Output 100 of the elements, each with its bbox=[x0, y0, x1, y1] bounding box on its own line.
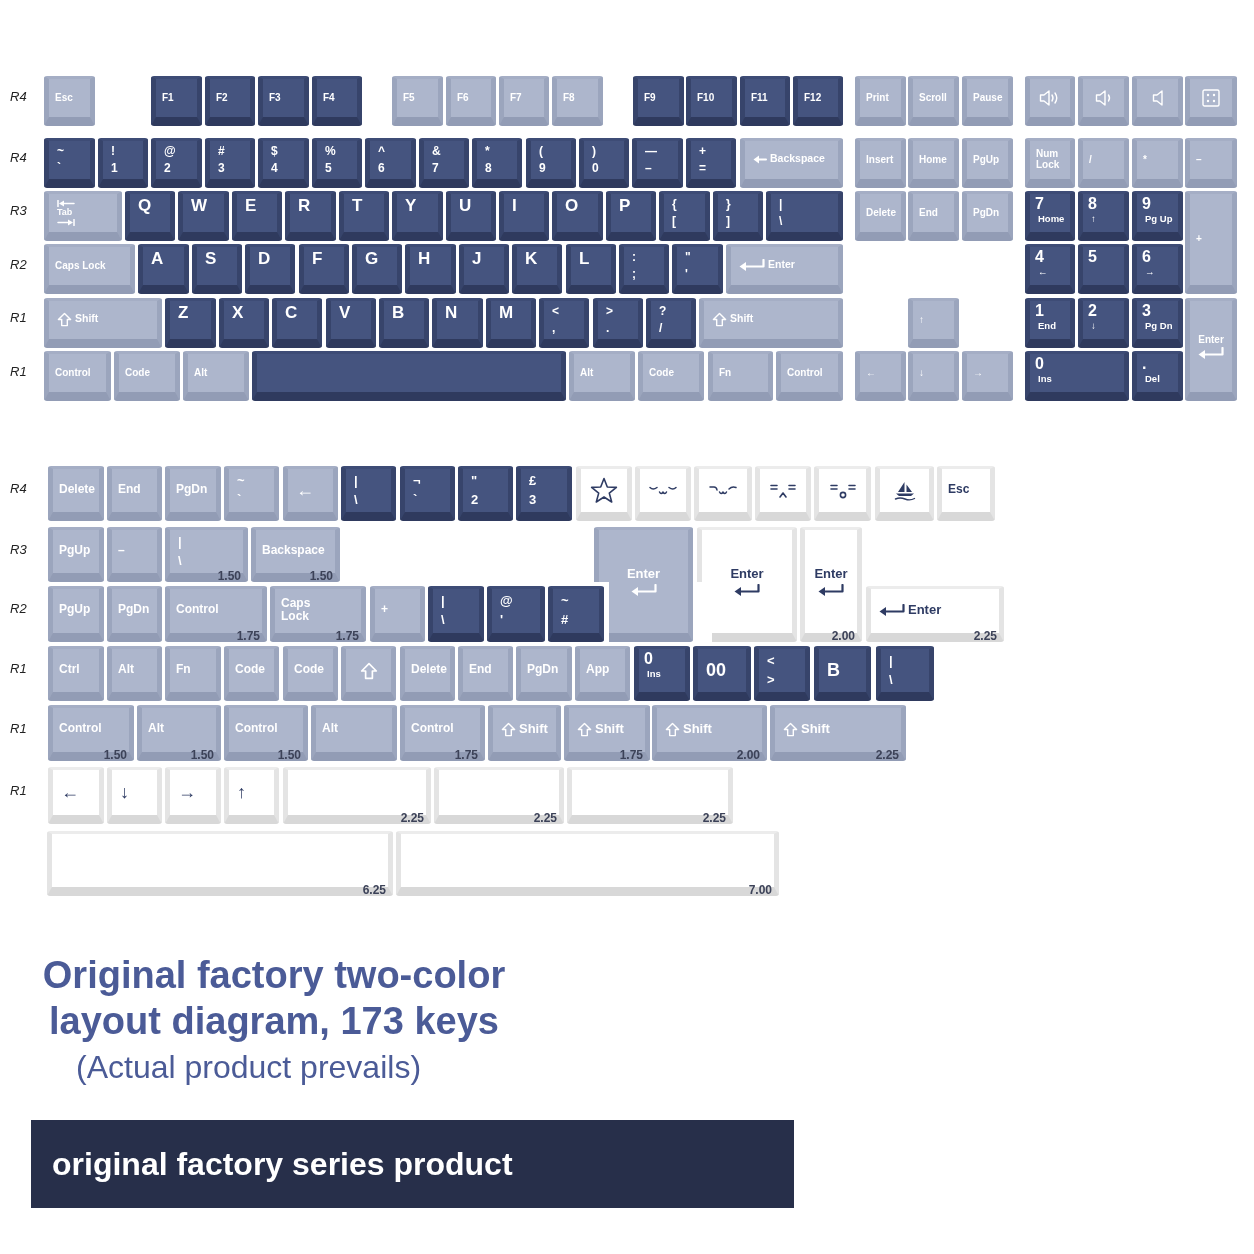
row-label: R3 bbox=[10, 203, 27, 219]
keycap bbox=[405, 244, 456, 294]
key-legend: – bbox=[1196, 153, 1202, 165]
keycap bbox=[699, 298, 843, 348]
key-legend: \ bbox=[441, 610, 445, 629]
keycap bbox=[962, 351, 1013, 401]
key-legend: Control bbox=[176, 603, 219, 617]
key-legend: End bbox=[1038, 320, 1056, 332]
key-legend: | bbox=[354, 471, 358, 490]
key-legend: W bbox=[191, 197, 208, 216]
keycap bbox=[48, 466, 104, 521]
key-legend: F3 bbox=[269, 91, 281, 103]
keycap bbox=[488, 705, 561, 761]
keycap bbox=[400, 705, 485, 761]
note: (Actual product prevails) bbox=[76, 1048, 422, 1086]
keycap bbox=[137, 705, 221, 761]
row-label: R1 bbox=[10, 661, 27, 677]
keycap bbox=[107, 466, 162, 521]
keycap bbox=[459, 244, 509, 294]
size-label: 2.25 bbox=[702, 812, 726, 824]
keycap bbox=[569, 351, 635, 401]
keycap bbox=[44, 76, 95, 126]
key-legend: 00 bbox=[706, 660, 727, 681]
key-legend: ^ bbox=[378, 143, 385, 160]
keycap bbox=[183, 351, 249, 401]
key-legend: Control bbox=[787, 366, 823, 378]
key-legend: 2 bbox=[1088, 302, 1097, 320]
key-legend: R bbox=[298, 197, 311, 216]
keycap bbox=[458, 646, 513, 701]
key-legend: Control bbox=[411, 722, 454, 736]
keycap bbox=[48, 767, 104, 824]
keycap bbox=[567, 767, 733, 824]
keycap bbox=[754, 646, 810, 701]
keycap bbox=[1025, 298, 1075, 348]
keycap bbox=[686, 76, 737, 126]
row-label: R4 bbox=[10, 89, 27, 105]
keycap bbox=[962, 76, 1013, 126]
keycap bbox=[339, 191, 389, 241]
key-legend: Shift bbox=[75, 313, 99, 325]
key-legend: 3 bbox=[529, 490, 537, 509]
keycap bbox=[1025, 191, 1075, 241]
keycap bbox=[251, 527, 340, 582]
keycap bbox=[258, 76, 309, 126]
key-legend: ( bbox=[539, 143, 543, 160]
key-legend: * bbox=[1143, 153, 1147, 165]
key-legend: @ bbox=[164, 143, 176, 160]
keycap bbox=[512, 244, 562, 294]
keycap bbox=[635, 466, 691, 521]
keycap bbox=[48, 646, 104, 701]
key-legend: Alt bbox=[148, 722, 164, 736]
size-label: 1.50 bbox=[190, 749, 214, 761]
keycap bbox=[1025, 138, 1075, 188]
size-label: 6.25 bbox=[362, 884, 386, 896]
key-legend: A bbox=[151, 250, 164, 269]
size-label: 1.75 bbox=[619, 749, 643, 761]
keycap bbox=[516, 646, 572, 701]
keycap bbox=[672, 244, 723, 294]
keycap bbox=[224, 705, 308, 761]
keycap bbox=[659, 191, 710, 241]
keycap bbox=[770, 705, 906, 761]
keycap bbox=[1185, 138, 1237, 188]
key-legend: ! bbox=[111, 143, 115, 160]
keycap bbox=[365, 138, 416, 188]
keycap bbox=[1025, 76, 1075, 126]
keycap bbox=[755, 466, 811, 521]
key-legend: \ bbox=[779, 213, 783, 230]
keycap bbox=[1078, 191, 1129, 241]
key-legend: N bbox=[445, 304, 458, 323]
key-legend: > bbox=[767, 670, 775, 689]
keycap bbox=[937, 466, 995, 521]
key-legend: ` bbox=[237, 490, 242, 509]
keycap bbox=[107, 586, 162, 642]
keycap bbox=[855, 138, 906, 188]
key-legend: C bbox=[285, 304, 298, 323]
size-label: 1.50 bbox=[309, 570, 333, 582]
key-legend: Alt bbox=[194, 366, 208, 378]
key-legend: ← bbox=[61, 782, 79, 803]
keycap bbox=[48, 527, 104, 582]
key-legend: F5 bbox=[403, 91, 415, 103]
key-legend: Home bbox=[1038, 213, 1065, 225]
row-label: R3 bbox=[10, 542, 27, 558]
key-legend: = bbox=[699, 160, 706, 177]
key-legend: ' bbox=[685, 266, 688, 283]
keycap bbox=[486, 298, 536, 348]
key-legend: O bbox=[565, 197, 579, 216]
key-legend: Fn bbox=[719, 366, 732, 378]
keycap bbox=[352, 244, 402, 294]
key-legend: ↑ bbox=[919, 313, 924, 325]
keycap bbox=[693, 646, 751, 701]
key-legend: \ bbox=[889, 670, 893, 689]
keycap bbox=[908, 191, 959, 241]
keycap bbox=[652, 705, 767, 761]
key-legend: End bbox=[919, 206, 938, 218]
keycap bbox=[552, 191, 603, 241]
key-legend: – bbox=[118, 543, 125, 558]
key-legend: 1 bbox=[111, 160, 118, 177]
keycap bbox=[48, 586, 104, 642]
keycap bbox=[1185, 191, 1237, 294]
key-legend: Pg Dn bbox=[1145, 320, 1173, 332]
keycap bbox=[1132, 351, 1183, 401]
